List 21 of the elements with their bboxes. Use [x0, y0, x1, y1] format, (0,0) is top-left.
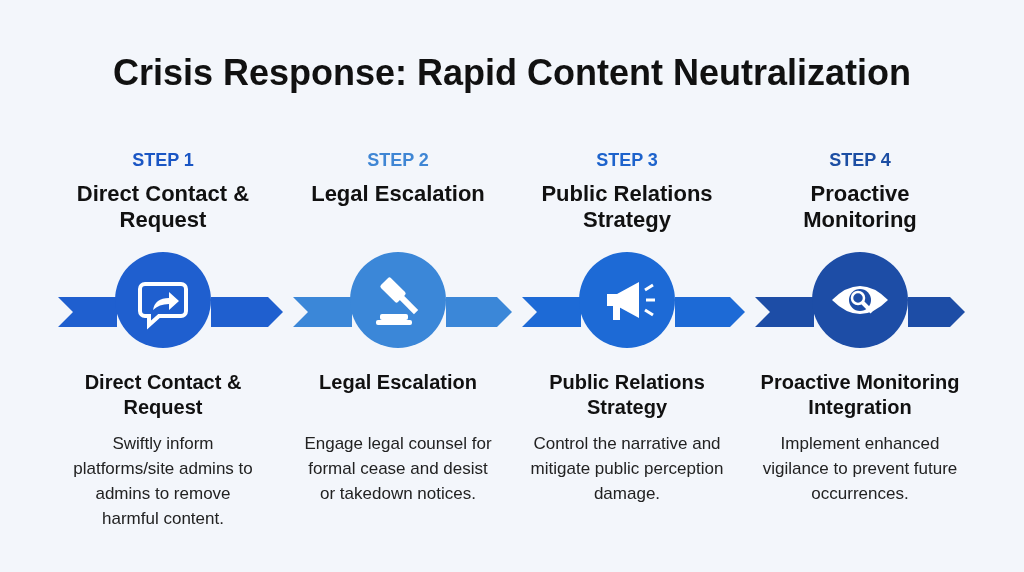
- step-heading: Legal Escalation: [311, 181, 485, 207]
- step-heading: Direct Contact & Request: [75, 181, 251, 233]
- step-label: STEP 1: [132, 150, 194, 171]
- chevron-arrow: [211, 297, 283, 327]
- step-title: Proactive Monitoring Integration: [760, 370, 960, 420]
- step-description: Engage legal counsel for formal cease and desist or takedown notices.: [303, 433, 493, 505]
- step-label: STEP 2: [367, 150, 429, 171]
- step-label: STEP 3: [596, 150, 658, 171]
- step-heading: Proactive Monitoring: [802, 181, 918, 233]
- step-description: Implement enhanced vigilance to prevent future occurrences.: [762, 433, 958, 505]
- chevron-arrow: [675, 297, 745, 327]
- step-heading: Public Relations Strategy: [540, 181, 714, 233]
- step-description: Swiftly inform platforms/site admins to admins to remove harmful content.: [72, 433, 254, 530]
- step-label: STEP 4: [829, 150, 891, 171]
- step-title: Public Relations Strategy: [548, 370, 706, 420]
- step-title: Direct Contact & Request: [83, 370, 243, 420]
- step-title: Legal Escalation: [319, 370, 477, 395]
- step-description: Control the narrative and mitigate public perception damage.: [529, 433, 725, 505]
- chevron-arrow: [446, 297, 512, 327]
- title: Crisis Response: Rapid Content Neutralization: [112, 52, 912, 94]
- chevron-arrow: [908, 297, 965, 327]
